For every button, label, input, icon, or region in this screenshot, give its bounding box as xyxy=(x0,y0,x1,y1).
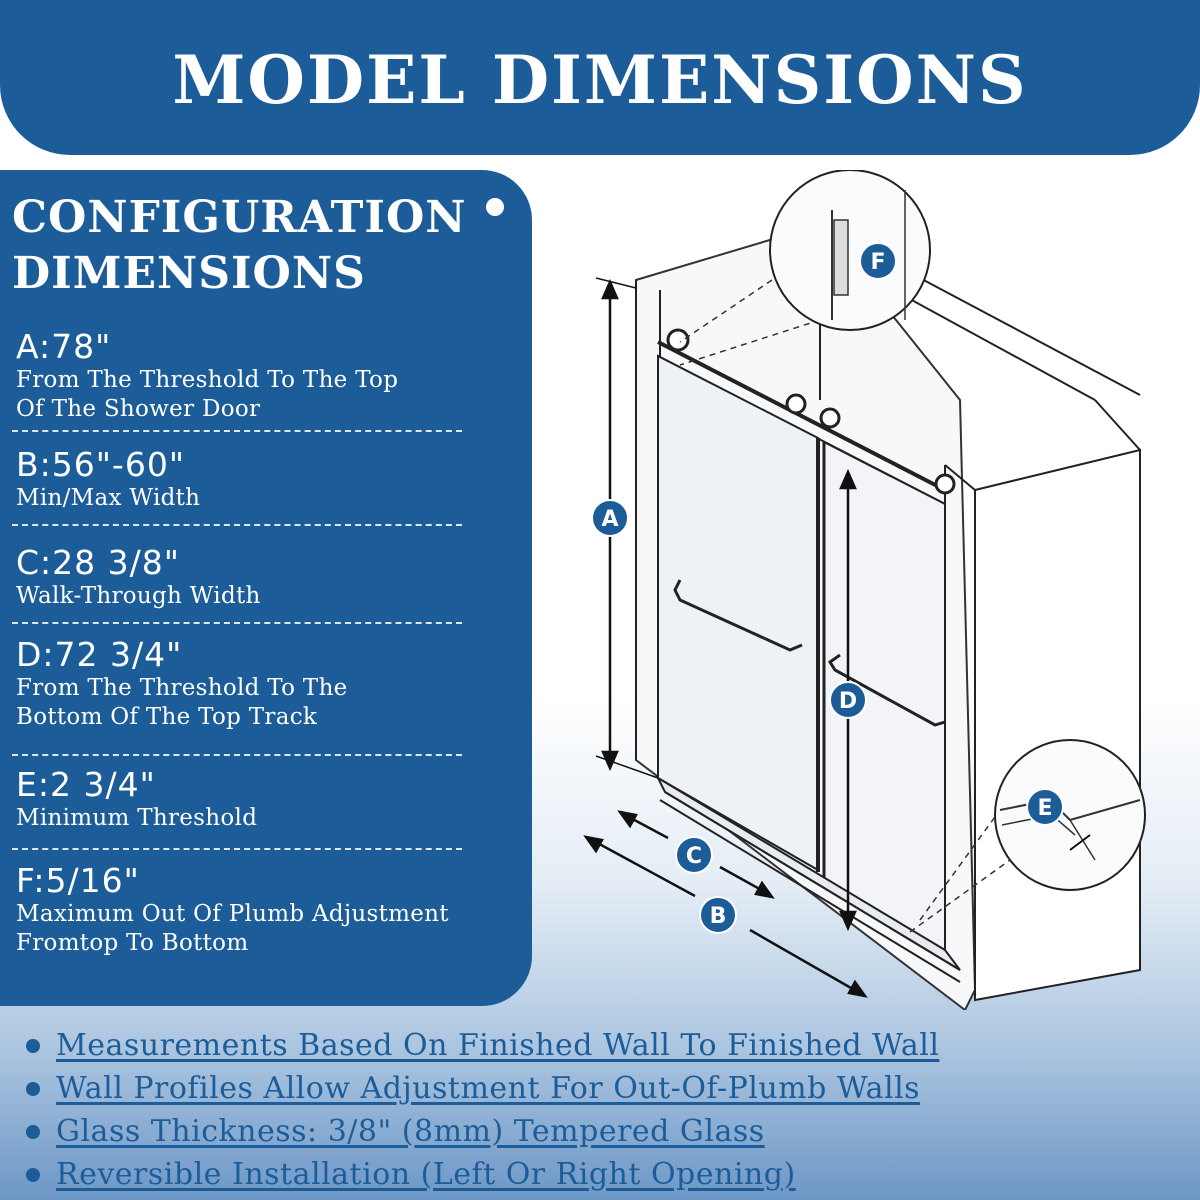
svg-text:A: A xyxy=(601,507,618,532)
divider xyxy=(12,524,462,526)
label-f: F xyxy=(859,242,897,280)
label-c: C xyxy=(675,836,713,874)
shower-door-diagram: A B C D E F xyxy=(583,170,1146,1010)
spec-b: B:56"-60" Min/Max Width xyxy=(16,446,476,513)
bullet-dot-icon xyxy=(26,1167,40,1182)
spec-desc: From The Threshold To The xyxy=(16,675,348,701)
feature-text: Reversible Installation (Left Or Right O… xyxy=(56,1157,796,1192)
enclosure-outline xyxy=(635,223,1141,1010)
list-item: Glass Thickness: 3/8" (8mm) Tempered Gla… xyxy=(26,1110,1176,1153)
feature-text: Glass Thickness: 3/8" (8mm) Tempered Gla… xyxy=(56,1114,765,1149)
svg-text:C: C xyxy=(686,844,702,869)
spec-a: A:78" From The Threshold To The Top Of T… xyxy=(16,328,476,424)
bullet-dot-icon xyxy=(26,1038,40,1053)
configuration-panel: CONFIGURATION DIMENSIONS A:78" From The … xyxy=(0,170,532,1006)
spec-value: D:72 3/4" xyxy=(16,635,183,674)
feature-text: Measurements Based On Finished Wall To F… xyxy=(56,1028,940,1063)
label-e: E xyxy=(1026,788,1064,826)
divider xyxy=(12,848,462,850)
spec-value: B:56"-60" xyxy=(16,445,186,484)
label-b: B xyxy=(699,896,737,934)
spec-e: E:2 3/4" Minimum Threshold xyxy=(16,766,476,833)
svg-text:F: F xyxy=(870,250,885,275)
header-banner: MODEL DIMENSIONS xyxy=(0,0,1200,155)
feature-text: Wall Profiles Allow Adjustment For Out-O… xyxy=(56,1071,921,1106)
list-item: Measurements Based On Finished Wall To F… xyxy=(26,1024,1176,1067)
spec-desc: Minimum Threshold xyxy=(16,805,258,831)
spec-d: D:72 3/4" From The Threshold To The Bott… xyxy=(16,636,476,732)
spec-desc: Of The Shower Door xyxy=(16,396,261,422)
divider xyxy=(12,622,462,624)
detail-e-callout xyxy=(909,739,1146,933)
bullet-dot-icon xyxy=(26,1124,40,1139)
dimension-c-arrow xyxy=(617,810,775,899)
bullet-dot-icon xyxy=(486,198,504,216)
spec-desc: From The Threshold To The Top xyxy=(16,367,399,393)
svg-text:D: D xyxy=(839,689,857,714)
list-item: Reversible Installation (Left Or Right O… xyxy=(26,1153,1176,1196)
panel-title-line2: DIMENSIONS xyxy=(12,248,366,299)
spec-desc: Fromtop To Bottom xyxy=(16,930,249,956)
dimension-b-arrow xyxy=(583,835,868,998)
feature-list: Measurements Based On Finished Wall To F… xyxy=(26,1024,1176,1196)
spec-value: E:2 3/4" xyxy=(16,765,156,804)
svg-text:B: B xyxy=(710,904,727,929)
svg-text:E: E xyxy=(1037,796,1052,821)
spec-desc: Maximum Out Of Plumb Adjustment xyxy=(16,901,449,927)
spec-c: C:28 3/8" Walk-Through Width xyxy=(16,544,476,611)
panel-title: CONFIGURATION DIMENSIONS xyxy=(12,190,482,302)
spec-value: A:78" xyxy=(16,327,112,366)
divider xyxy=(12,430,462,432)
detail-f-callout xyxy=(679,170,931,366)
label-d: D xyxy=(829,681,867,719)
spec-desc: Bottom Of The Top Track xyxy=(16,704,318,730)
spec-value: C:28 3/8" xyxy=(16,543,180,582)
spec-desc: Min/Max Width xyxy=(16,485,201,511)
spec-f: F:5/16" Maximum Out Of Plumb Adjustment … xyxy=(16,862,476,958)
divider xyxy=(12,754,462,756)
list-item: Wall Profiles Allow Adjustment For Out-O… xyxy=(26,1067,1176,1110)
spec-value: F:5/16" xyxy=(16,861,140,900)
page-title: MODEL DIMENSIONS xyxy=(172,40,1028,119)
spec-desc: Walk-Through Width xyxy=(16,583,261,609)
bullet-dot-icon xyxy=(26,1081,40,1096)
label-a: A xyxy=(591,499,629,537)
panel-title-line1: CONFIGURATION xyxy=(12,192,467,243)
dimension-labels: A B C D E F xyxy=(591,242,1064,934)
